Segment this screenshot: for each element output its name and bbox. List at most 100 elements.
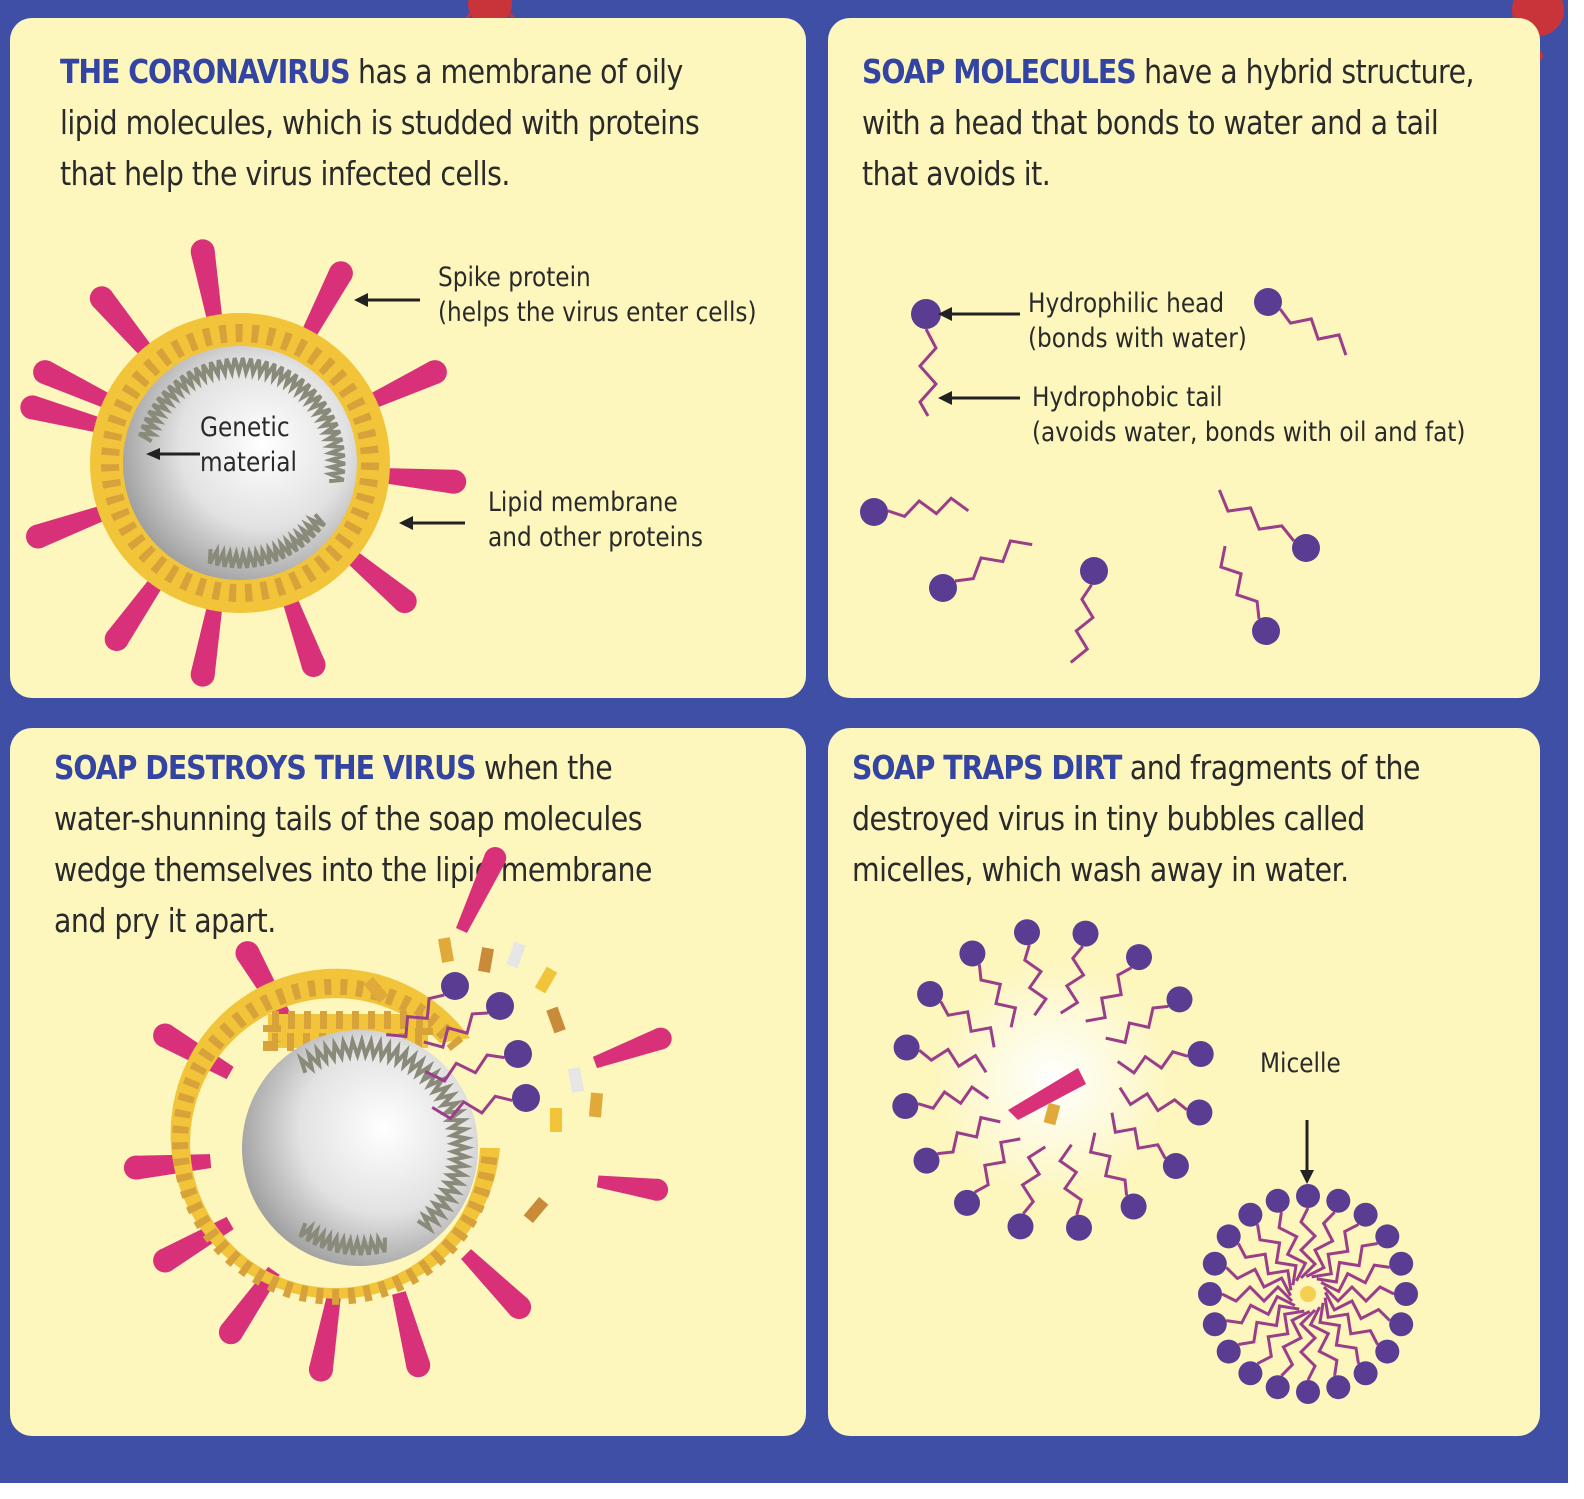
spike-tip [301,653,326,677]
hydrophobic-tail [1238,1304,1300,1346]
hydrophobic-tail [1058,1143,1083,1216]
coronavirus-heading: THE CORONAVIRUS [60,52,351,91]
hydrophilic-head [1265,1375,1290,1400]
hydrophobic-tail [1221,1284,1294,1304]
hydrophilic-head [1014,919,1040,946]
spike-protein [338,544,413,611]
hydrophilic-head [892,1093,919,1119]
spike-tip [153,1023,178,1048]
spike-protein [359,361,440,413]
spike-tip [218,1320,243,1345]
hydrophilic-head [1389,1312,1414,1337]
micelle-label: Micelle [1260,1048,1341,1079]
spike-protein-label: Spike protein(helps the virus enter cell… [438,262,757,328]
hydrophilic-head [1126,944,1152,971]
spike-tip [33,360,58,385]
hydrophilic-head [1216,1224,1241,1249]
large-micelle [892,919,1214,1241]
hydrophobic-tail [1277,1211,1308,1282]
spike-tip [104,627,129,652]
hydrophilic-head [1238,1202,1263,1227]
spike-protein [279,587,325,670]
hydrophobic-tail [1085,966,1133,1023]
hydrophobic-tail [917,1085,990,1110]
spike-tip [507,1295,532,1320]
hydrophobic-tail [937,1115,1001,1156]
spike-tip [484,847,507,869]
hydrophobic-tail [1116,1050,1189,1075]
hydrophilic-head [913,1147,940,1174]
hydrophobic-tail [1278,308,1348,356]
spike-protein [40,361,121,413]
micelle-diagram [892,919,1418,1404]
hydrophobic-tail [423,1011,488,1049]
spike-tip [646,1178,669,1201]
hydrophobic-tail [1105,1004,1169,1045]
spike-protein [592,1028,665,1069]
spike-tip [153,1248,178,1273]
hydrophobic-tail [1324,1291,1391,1322]
hydrophilic-head [911,299,941,329]
hydrophilic-head [860,498,888,526]
spike-tip [649,1027,672,1050]
soap-traps-heading: SOAP TRAPS DIRT [852,748,1122,787]
hydrophobic-tail [1322,1284,1395,1304]
membrane-fragment [363,976,389,1004]
hydrophilic-head [1120,1193,1147,1220]
hydrophobic-tail-label: Hydrophobic tail(avoids water, bonds wit… [1032,382,1466,448]
hydrophobic-tail [1088,1132,1129,1196]
hydrophobic-tail [918,1047,988,1074]
spike-tip [422,360,447,385]
hydrophilic-head [1254,288,1282,316]
hydrophobic-tail [1225,1266,1292,1297]
hydrophobic-tail [1020,1145,1047,1215]
membrane-fragment [534,966,558,994]
spike-tip [190,239,215,264]
hydrophilic-head [1389,1251,1414,1276]
hydrophobic-tail [1225,1294,1296,1325]
hydrophilic-head [1238,1361,1263,1386]
hydrophilic-head [917,981,944,1007]
spike-tip [308,1357,333,1382]
hydrophilic-head [441,972,469,1000]
coronavirus-diagram [20,239,467,687]
hydrophilic-head [1353,1361,1378,1386]
hydrophobic-tail [954,539,1033,583]
spike-proteins [20,239,467,687]
hydrophilic-head [504,1040,532,1068]
hydrophobic-tail [424,1053,505,1083]
small-micelle [1198,1184,1418,1404]
hydrophobic-tail [1320,1263,1391,1294]
hydrophobic-tail [1110,1112,1167,1160]
hydrophilic-head [1292,534,1320,562]
hydrophilic-head [486,992,514,1020]
genetic-material-strand [138,357,346,569]
hydrophilic-head-label: Hydrophilic head(bonds with water) [1028,288,1247,354]
spike-tip [26,524,50,549]
virus-core [242,1030,478,1266]
hydrophobic-tail [1023,944,1048,1017]
hydrophobic-tail [887,496,970,519]
hydrophilic-head [1252,617,1280,645]
hydrophilic-head [1198,1282,1222,1306]
spike-tip [89,286,114,311]
membrane-fragment [523,1196,549,1224]
spike-protein [373,467,456,494]
hydrophobic-tail [1305,1211,1336,1278]
genetic-material-strand [296,1033,475,1256]
spike-protein [190,249,224,332]
hydrophobic-tail [1118,1086,1188,1113]
hydrophilic-head [1066,1214,1092,1241]
hydrophobic-tail [1316,1242,1378,1284]
hydrophilic-head [893,1034,920,1061]
spike-protein [92,290,159,365]
soap-molecules [860,288,1348,664]
virus-core [123,346,357,580]
hydrophilic-head [1326,1375,1351,1400]
hydrophilic-head [954,1189,980,1216]
spike-protein [221,1266,280,1340]
